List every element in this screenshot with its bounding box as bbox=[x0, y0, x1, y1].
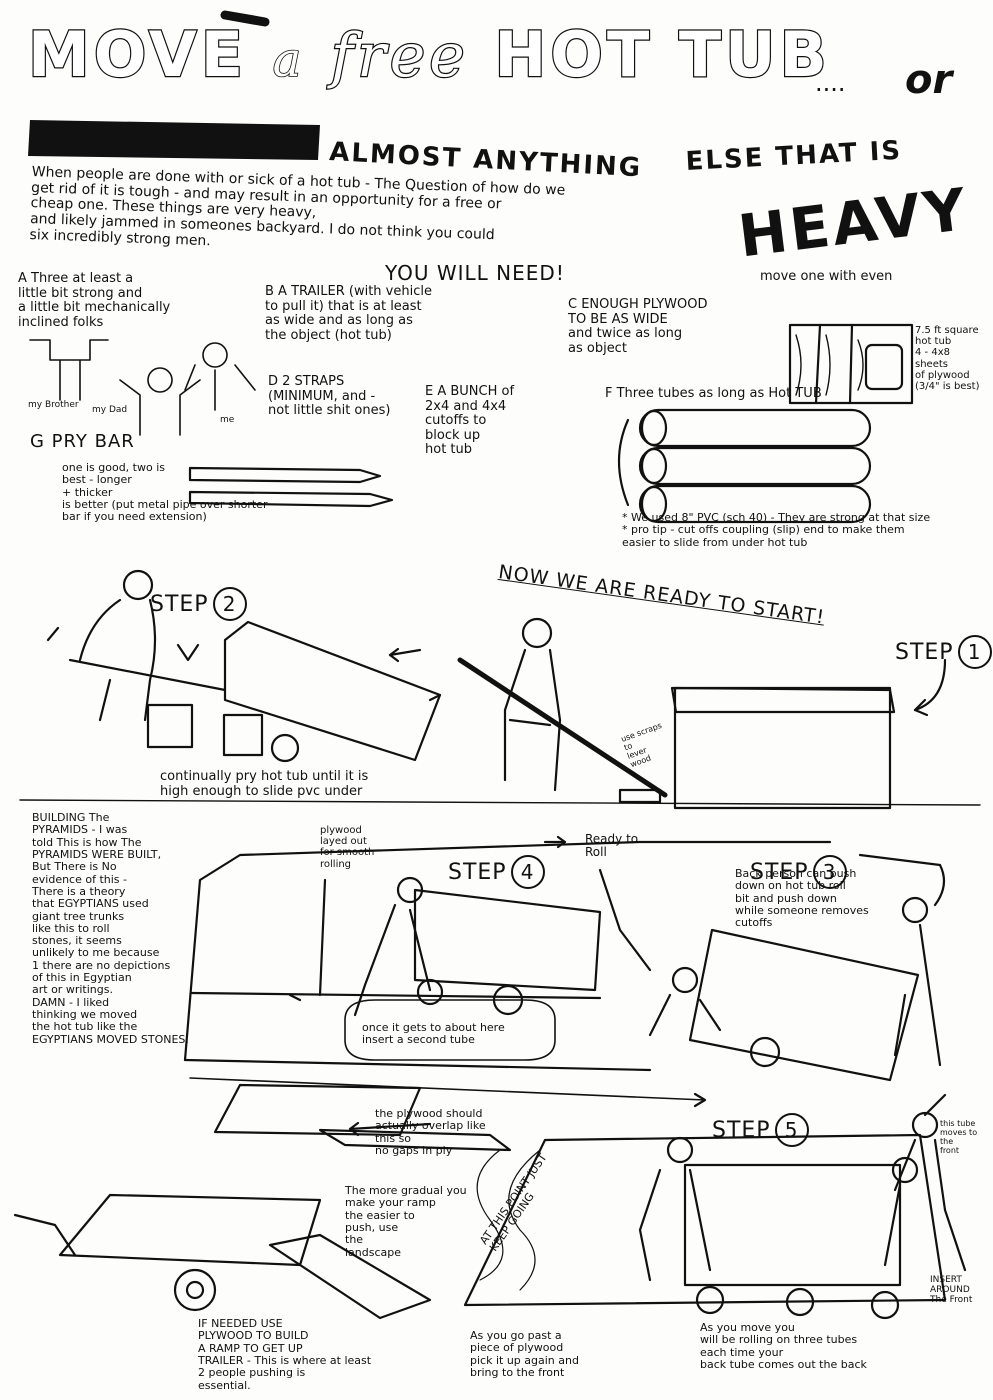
step4-number: 4 bbox=[510, 854, 545, 889]
item-e-text: E A BUNCH of 2x4 and 4x4 cutoffs to bloc… bbox=[425, 384, 515, 458]
label-brother: my Brother bbox=[28, 400, 79, 410]
pry-bars-drawing bbox=[188, 466, 394, 508]
step1-label: STEP bbox=[895, 639, 954, 665]
scribble-bar bbox=[28, 120, 320, 160]
step5-number: 5 bbox=[774, 1112, 809, 1147]
tube-moves-note: this tube moves to the front bbox=[940, 1119, 978, 1155]
rolling-note: As you move you will be rolling on three… bbox=[700, 1321, 867, 1371]
title-hot-tub: HOT TUB bbox=[493, 18, 831, 91]
item-a-text: A Three at least a little bit strong and… bbox=[18, 271, 171, 330]
page-title: MOVE a free HOT TUB bbox=[27, 18, 831, 91]
step3-number: 3 bbox=[812, 854, 847, 889]
trailer-ramp-drawing bbox=[13, 1193, 432, 1320]
intro-tail: move one with even bbox=[760, 269, 893, 284]
three-helpers-drawing bbox=[29, 339, 256, 436]
item-b-text: B A TRAILER (with vehicle to pull it) th… bbox=[265, 284, 432, 343]
title-move: MOVE bbox=[27, 18, 248, 91]
step3-label: STEP bbox=[750, 859, 809, 885]
step2-number: 2 bbox=[212, 586, 247, 621]
ramp-note: IF NEEDED USE PLYWOOD TO BUILD A RAMP TO… bbox=[198, 1317, 372, 1392]
title-a: a bbox=[272, 32, 306, 88]
label-me: me bbox=[220, 415, 235, 425]
step1-drawing bbox=[19, 617, 981, 810]
step4-plywood-note: plywood layed out for smooth rolling bbox=[320, 825, 375, 870]
step3-drawing bbox=[648, 853, 946, 1082]
step2-label: STEP bbox=[150, 591, 209, 617]
pyramids-text: BUILDING The PYRAMIDS - I was told This … bbox=[32, 811, 189, 1046]
item-g-text: G PRY BAR bbox=[30, 431, 135, 452]
item-f-note: * We used 8" PVC (sch 40) - They are str… bbox=[622, 511, 931, 549]
step2-drawing bbox=[46, 569, 442, 763]
item-c-note: 7.5 ft square hot tub 4 - 4x8 sheets of … bbox=[915, 325, 980, 392]
plywood-overlap-drawing bbox=[213, 1083, 512, 1152]
overlap-note: the plywood should actually overlap like… bbox=[375, 1107, 486, 1157]
item-g-note: one is good, two is best - longer + thic… bbox=[62, 461, 268, 524]
item-f-text: F Three tubes as long as Hot TUB bbox=[605, 386, 822, 401]
step4-ready-note: Ready to Roll bbox=[585, 832, 639, 860]
you-will-need-heading: YOU WILL NEED! bbox=[385, 261, 565, 285]
step2-caption: continually pry hot tub until it is high… bbox=[160, 769, 369, 799]
label-dad: my Dad bbox=[92, 405, 128, 415]
past-plywood-note: As you go past a piece of plywood pick i… bbox=[470, 1329, 579, 1379]
second-tube-note: once it gets to about here insert a seco… bbox=[362, 1021, 505, 1047]
item-c-text: C ENOUGH PLYWOOD TO BE AS WIDE and twice… bbox=[568, 297, 708, 356]
step1-number: 1 bbox=[957, 634, 992, 669]
plywood-sheets-icon bbox=[788, 323, 914, 405]
gradual-ramp-note: The more gradual you make your ramp the … bbox=[345, 1184, 467, 1259]
title-free: free bbox=[330, 21, 469, 91]
insert-front-note: INSERT AROUND The Front bbox=[930, 1275, 973, 1306]
pvc-tubes-drawing bbox=[617, 408, 872, 524]
title-or: or bbox=[905, 57, 953, 103]
step5-drawing bbox=[463, 1093, 967, 1320]
step4-drawing bbox=[183, 835, 832, 1072]
title-dots: .... bbox=[815, 69, 846, 97]
item-d-text: D 2 STRAPS (MINIMUM, and - not little sh… bbox=[268, 374, 391, 419]
step4-label: STEP bbox=[448, 859, 507, 885]
step3-note: Back person can push down on hot tub rol… bbox=[735, 867, 869, 930]
step5-label: STEP bbox=[712, 1117, 771, 1143]
